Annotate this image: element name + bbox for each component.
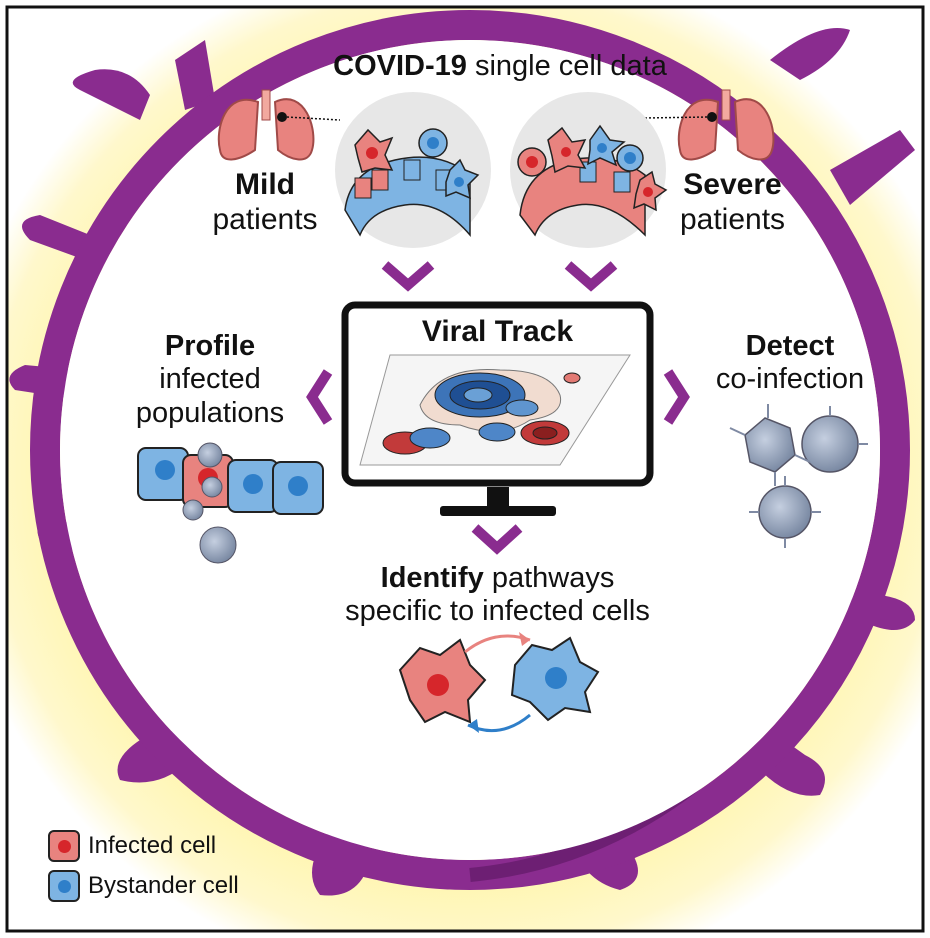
- identify-rest: pathways: [483, 562, 615, 594]
- outer-frame: [5, 5, 925, 933]
- infected-swatch-icon: [48, 830, 80, 862]
- cell-pathways-illustration: [398, 632, 600, 733]
- legend-bystander: Bystander cell: [48, 870, 239, 902]
- identify-bold: Identify: [380, 562, 484, 594]
- arrow-down-icon: [564, 261, 618, 292]
- arrow-left-icon: [306, 369, 333, 425]
- arrow-down-icon: [471, 524, 523, 555]
- mild-tissue-illustration: [335, 92, 491, 248]
- arrow-right-icon: [663, 369, 690, 425]
- legend-bystander-label: Bystander cell: [88, 872, 239, 899]
- profile-line2: infected: [159, 363, 261, 396]
- severe-rest: patients: [679, 202, 786, 236]
- lungs-right-icon: [644, 89, 775, 161]
- detect-line2: co-infection: [715, 363, 865, 396]
- title-rest: single cell data: [466, 50, 667, 82]
- severe-tissue-illustration: [510, 92, 668, 248]
- legend-infected-label: Infected cell: [88, 832, 217, 859]
- detect-bold: Detect: [745, 330, 835, 362]
- arrow-down-icon: [381, 261, 435, 292]
- severe-bold: Severe: [683, 168, 782, 201]
- mild-rest: patients: [212, 202, 318, 236]
- title-bold: COVID-19: [333, 50, 467, 82]
- monitor-icon: [341, 301, 654, 516]
- identify-line2: specific to infected cells: [345, 595, 650, 628]
- main-title: COVID-19 single cell data: [290, 50, 710, 83]
- lungs-left-icon: [217, 89, 341, 161]
- bystander-swatch-icon: [48, 870, 80, 902]
- viruses-illustration: [729, 404, 868, 548]
- profile-line3: populations: [135, 396, 285, 429]
- legend-infected: Infected cell: [48, 830, 216, 862]
- mild-bold: Mild: [235, 168, 295, 201]
- monitor-title: Viral Track: [421, 315, 574, 348]
- epithelial-cells-illustration: [137, 442, 324, 564]
- profile-bold: Profile: [164, 330, 256, 362]
